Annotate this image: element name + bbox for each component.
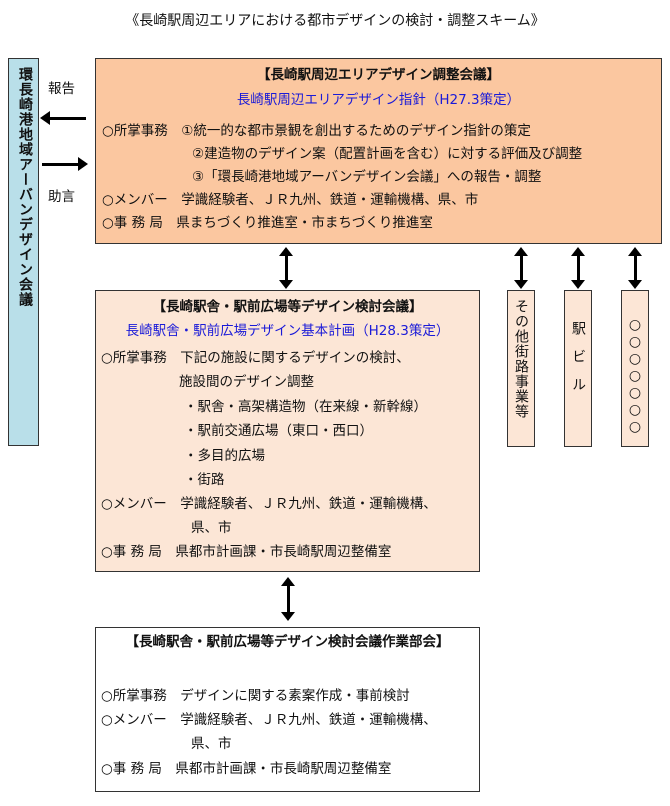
advice-arrow-icon bbox=[42, 157, 88, 171]
double-arrow-icon bbox=[628, 247, 642, 289]
double-arrow-icon bbox=[514, 247, 528, 289]
box1-line: ○事 務 局 県まちづくり推進室・市まちづくり推進室 bbox=[102, 215, 433, 231]
side-box-label: 駅ビル bbox=[570, 321, 586, 405]
box3-line: ○メンバー 学識経験者、ＪＲ九州、鉄道・運輸機構、 bbox=[101, 712, 437, 728]
box2-line: ・駅前交通広場（東口・西口） bbox=[184, 423, 373, 439]
box1-line: ③「環長崎港地域アーバンデザイン会議」への報告・調整 bbox=[192, 169, 542, 185]
box2-subtitle: 長崎駅舎・駅前広場デザイン基本計画（H28.3策定） bbox=[125, 323, 450, 339]
box2-line: ○メンバー 学識経験者、ＪＲ九州、鉄道・運輸機構、 bbox=[101, 496, 437, 512]
box2-line: ・多目的広場 bbox=[184, 448, 265, 464]
box2-line: 県、市 bbox=[191, 520, 232, 536]
box1-line: ②建造物のデザイン案（配置計画を含む）に対する評価及び調整 bbox=[192, 146, 583, 162]
box3-line: 県、市 bbox=[191, 736, 232, 752]
station-building-box: 駅ビル bbox=[564, 290, 592, 447]
box1-line: ○メンバー 学識経験者、ＪＲ九州、鉄道・運輸機構、県、市 bbox=[102, 192, 479, 208]
box2-title: 【長崎駅舎・駅前広場等デザイン検討会議】 bbox=[152, 299, 423, 315]
placeholder-box: ○○○○○○○ bbox=[621, 290, 649, 447]
box2-line: ○所掌事務 下記の施設に関するデザインの検討、 bbox=[101, 350, 410, 366]
box2-line: 施設間のデザイン調整 bbox=[179, 374, 314, 390]
double-arrow-icon bbox=[571, 247, 585, 289]
urban-design-council-bar: 環長崎港地域アーバンデザイン会議 bbox=[8, 58, 39, 446]
page-title: 《長崎駅周辺エリアにおける都市デザインの検討・調整スキーム》 bbox=[125, 13, 545, 29]
box2-line: ○事 務 局 県都市計画課・市長崎駅周辺整備室 bbox=[101, 544, 392, 560]
side-box-label: その他街路事業等 bbox=[513, 299, 529, 419]
box3-line: ○事 務 局 県都市計画課・市長崎駅周辺整備室 bbox=[101, 761, 392, 777]
double-arrow-icon bbox=[281, 577, 295, 621]
box1-subtitle: 長崎駅周辺エリアデザイン指針（H27.3策定） bbox=[236, 92, 521, 108]
box1-title: 【長崎駅周辺エリアデザイン調整会議】 bbox=[257, 67, 500, 83]
box2-line: ・駅舎・高架構造物（在来線・新幹線） bbox=[184, 399, 427, 415]
station-design-council-box: 【長崎駅舎・駅前広場等デザイン検討会議】 長崎駅舎・駅前広場デザイン基本計画（H… bbox=[95, 290, 480, 572]
box3-line: ○所掌事務 デザインに関する素案作成・事前検討 bbox=[101, 688, 410, 704]
report-arrow-icon bbox=[40, 111, 86, 125]
double-arrow-icon bbox=[279, 247, 293, 289]
box2-line: ・街路 bbox=[184, 472, 225, 488]
urban-design-council-label: 環長崎港地域アーバンデザイン会議 bbox=[17, 67, 33, 307]
advice-label: 助言 bbox=[48, 189, 75, 205]
working-group-box: 【長崎駅舎・駅前広場等デザイン検討会議作業部会】 ○所掌事務 デザインに関する素… bbox=[95, 627, 480, 792]
side-box-label: ○○○○○○○ bbox=[627, 317, 643, 436]
area-design-council-box: 【長崎駅周辺エリアデザイン調整会議】 長崎駅周辺エリアデザイン指針（H27.3策… bbox=[95, 58, 662, 244]
report-label: 報告 bbox=[48, 81, 75, 97]
other-street-projects-box: その他街路事業等 bbox=[507, 290, 535, 447]
box1-line: ○所掌事務 ①統一的な都市景観を創出するためのデザイン指針の策定 bbox=[102, 123, 531, 139]
box3-title: 【長崎駅舎・駅前広場等デザイン検討会議作業部会】 bbox=[125, 634, 450, 650]
